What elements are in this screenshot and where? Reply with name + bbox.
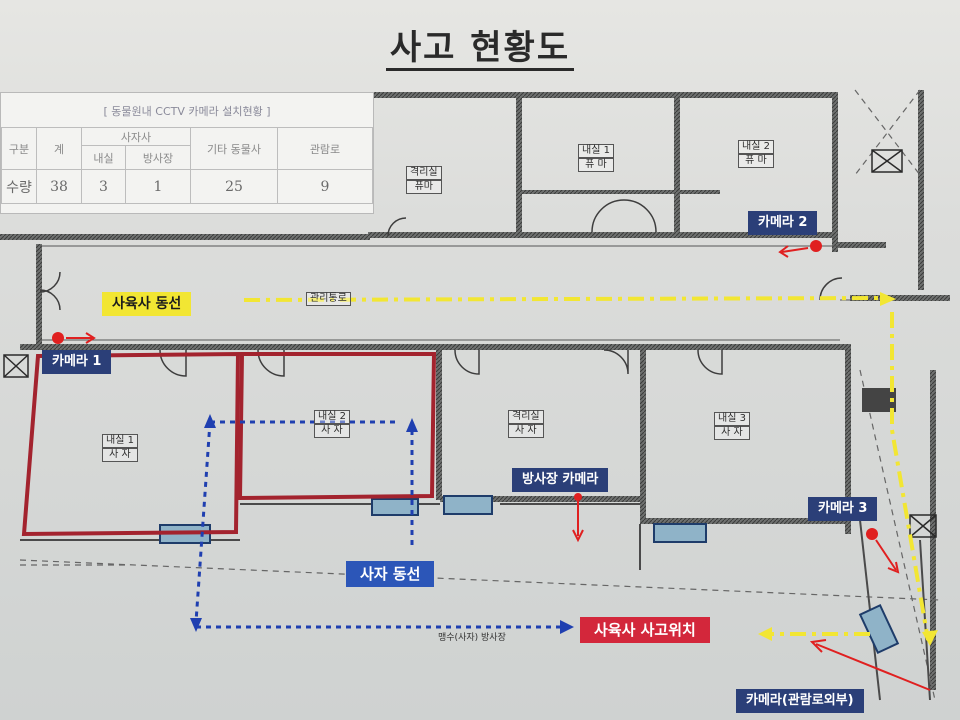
room-animal: 퓨마	[406, 180, 442, 194]
camera-1-label: 카메라 1	[42, 350, 112, 374]
row-total: 38	[36, 169, 82, 204]
room-label-inner1-lion: 내실 1 사 자	[102, 434, 138, 462]
room-label-inner3-lion: 내실 3 사 자	[714, 412, 750, 440]
corridor-label: 관리통로	[306, 292, 351, 306]
header-other-animals: 기타 동물사	[190, 127, 278, 170]
lion-route-arrows	[190, 414, 574, 634]
room-animal: 사 자	[102, 448, 138, 462]
row-release: 1	[125, 169, 191, 204]
room-name: 내실 3	[714, 412, 750, 426]
cctv-table-grid: 구분 계 사자사 기타 동물사 관람로 내실 방사장 수량 38 3 1 25 …	[1, 127, 373, 204]
camera-markers	[52, 240, 878, 540]
camera-direction-arrows	[66, 245, 931, 691]
page-title: 사고 현황도	[0, 20, 960, 71]
camera-3-label: 카메라 3	[808, 497, 878, 521]
accident-location-label: 사육사 사고위치	[580, 617, 710, 643]
keeper-route-arrows	[758, 292, 938, 646]
camera-2-label: 카메라 2	[748, 211, 818, 235]
release-camera-label: 방사장 카메라	[512, 468, 609, 492]
room-label-inner2-puma: 내실 2 퓨 마	[738, 140, 774, 168]
lion-route-label: 사자 동선	[346, 561, 435, 587]
cctv-installation-table: [ 동물원내 CCTV 카메라 설치현황 ] 구분 계 사자사 기타 동물사 관…	[0, 92, 374, 214]
header-inner-room: 내실	[81, 145, 126, 170]
header-category: 구분	[1, 127, 37, 170]
room-name: 내실 1	[102, 434, 138, 448]
walls-right	[850, 90, 950, 690]
outer-lines	[19, 89, 941, 701]
keeper-route-label: 사육사 동선	[102, 292, 192, 316]
room-name: 내실 2	[314, 410, 350, 424]
row-walkway: 9	[277, 169, 373, 204]
walls-upper	[0, 92, 886, 252]
room-name: 내실 2	[738, 140, 774, 154]
outside-camera-label: 카메라(관람로외부)	[736, 689, 864, 713]
room-animal: 사 자	[714, 426, 750, 440]
header-total: 계	[36, 127, 82, 170]
row-other: 25	[190, 169, 278, 204]
room-animal: 퓨 마	[578, 158, 614, 172]
release-area-note: 맹수(사자) 방사장	[438, 633, 506, 643]
room-name: 격리실	[508, 410, 544, 424]
header-lion-house: 사자사	[81, 127, 191, 146]
room-label-quarantine-puma: 격리실 퓨마	[406, 166, 442, 194]
corridor-name: 관리통로	[306, 292, 351, 306]
table-caption: [ 동물원내 CCTV 카메라 설치현황 ]	[103, 105, 271, 118]
room-name: 격리실	[406, 166, 442, 180]
room-animal: 퓨 마	[738, 154, 774, 168]
walls-middle	[20, 244, 851, 534]
equipment-boxes	[159, 495, 900, 655]
room-label-quarantine-lion: 격리실 사 자	[508, 410, 544, 438]
room-label-inner1-puma: 내실 1 퓨 마	[578, 144, 614, 172]
row-category: 수량	[1, 169, 37, 204]
header-release-area: 방사장	[125, 145, 191, 170]
room-animal: 사 자	[508, 424, 544, 438]
header-walkway: 관람로	[277, 127, 373, 170]
room-label-inner2-lion: 내실 2 사 자	[314, 410, 350, 438]
row-inner: 3	[81, 169, 126, 204]
room-name: 내실 1	[578, 144, 614, 158]
lion-inner-rooms-outline	[21, 351, 437, 537]
lion-route	[194, 420, 560, 629]
room-animal: 사 자	[314, 424, 350, 438]
